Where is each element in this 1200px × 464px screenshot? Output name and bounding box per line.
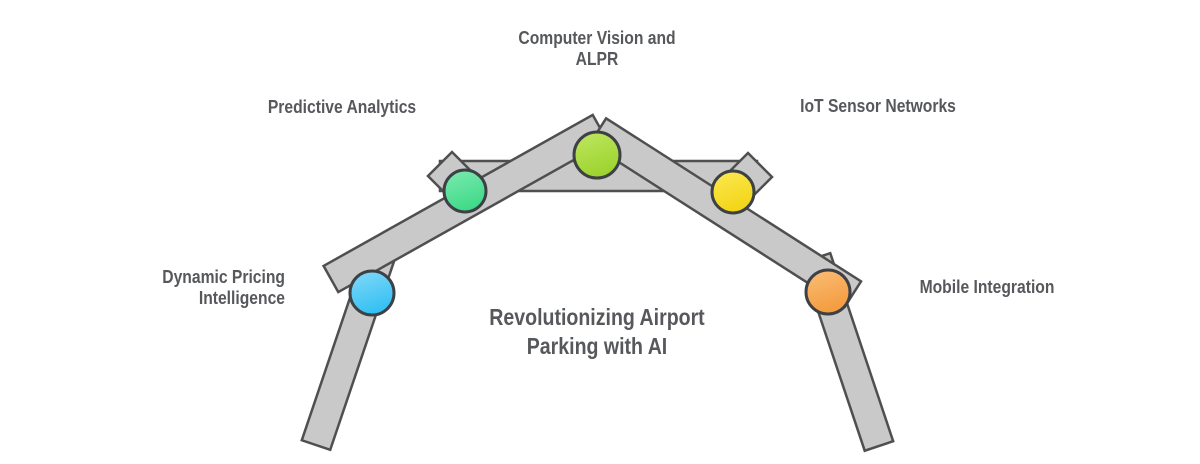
node-circle-iot-sensor-networks (710, 169, 756, 215)
diagram-title: Revolutionizing Airport Parking with AI (489, 304, 705, 359)
node-circle-computer-vision-alpr (572, 130, 622, 180)
label-predictive-analytics: Predictive Analytics (267, 97, 417, 117)
label-mobile-integration: Mobile Integration (919, 277, 1055, 297)
label-dynamic-pricing: Dynamic Pricing Intelligence (162, 267, 285, 308)
label-iot-sensor-networks: IoT Sensor Networks (800, 96, 956, 116)
node-circle-mobile-integration (804, 268, 852, 316)
node-circle-dynamic-pricing (348, 269, 396, 317)
label-computer-vision-alpr: Computer Vision and ALPR (518, 28, 676, 69)
node-circle-predictive-analytics (442, 168, 488, 214)
